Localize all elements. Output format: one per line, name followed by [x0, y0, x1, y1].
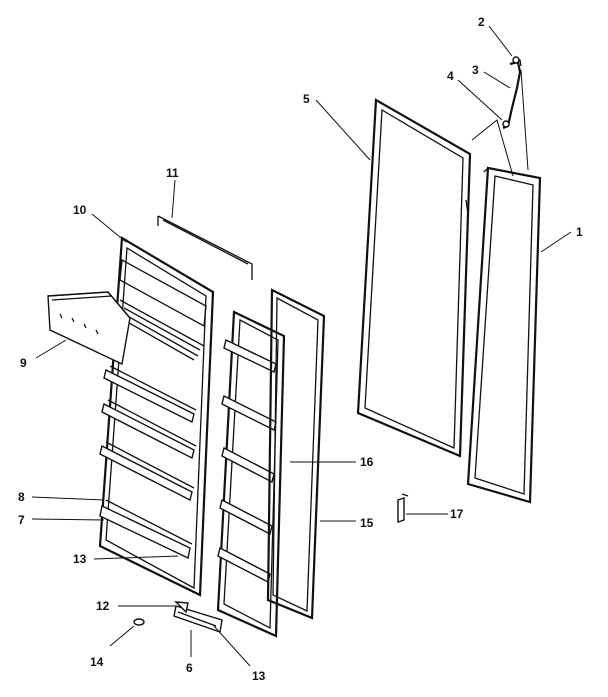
label-10: 10 [73, 203, 87, 217]
label-7: 7 [18, 513, 25, 527]
door-back-panel-part-11 [157, 215, 253, 280]
label-9: 9 [20, 356, 27, 370]
vent-slots [123, 307, 201, 361]
inner-door-liner-part-16 [216, 310, 286, 638]
label-3: 3 [472, 63, 479, 77]
dairy-compartment-part-9 [47, 291, 131, 366]
label-4: 4 [447, 69, 454, 83]
label-14: 14 [90, 655, 104, 669]
label-16: 16 [360, 455, 374, 469]
label-1: 1 [576, 225, 583, 239]
hinge-bracket-part-3 [502, 56, 522, 130]
label-8: 8 [18, 490, 25, 504]
door-liner-part-10 [98, 236, 215, 597]
leader-lines [31, 25, 572, 667]
screw-part-14 [133, 618, 145, 626]
door-gasket-part-15 [266, 288, 326, 620]
label-12: 12 [96, 599, 110, 613]
label-15: 15 [360, 516, 374, 530]
label-6: 6 [186, 661, 193, 675]
label-13-upper: 13 [73, 552, 87, 566]
outer-door-frame-part-5 [356, 98, 472, 458]
label-13-lower: 13 [252, 669, 266, 683]
label-5: 5 [303, 92, 310, 106]
door-gasket-part-1 [466, 166, 542, 504]
label-2: 2 [478, 15, 485, 29]
label-17: 17 [450, 507, 464, 521]
hinge-pin-part-17 [397, 493, 409, 523]
callout-labels: 1 2 3 4 5 6 7 8 9 10 11 12 13 13 14 15 1… [18, 15, 583, 683]
label-11: 11 [166, 166, 179, 180]
